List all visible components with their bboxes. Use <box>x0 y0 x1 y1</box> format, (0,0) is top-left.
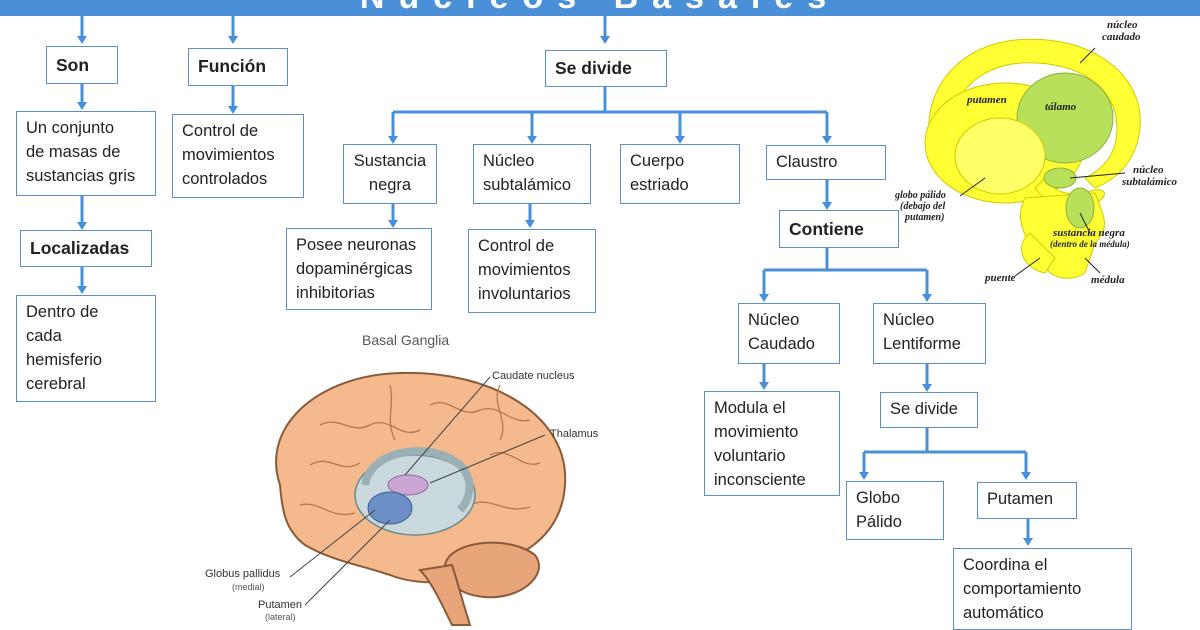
son-desc-box: Un conjunto de masas de sustancias gris <box>16 111 156 196</box>
claustro-label: Claustro <box>776 153 838 171</box>
localizadas-desc-box: Dentro de cada hemisferio cerebral <box>16 295 156 402</box>
globo-palido-box: Globo Pálido <box>846 481 944 540</box>
schem-medula-label: médula <box>1091 274 1125 286</box>
son-box: Son <box>46 46 118 84</box>
subtalamico-desc: Control de movimientos involuntarios <box>478 237 571 303</box>
putamen-box: Putamen <box>977 482 1077 519</box>
brain-schematic-illustration: núcleo caudado putamen tálamo núcleo sub… <box>895 19 1178 286</box>
schematic-caudate <box>928 38 1141 189</box>
schem-nucleo2-label: núcleo <box>1133 164 1164 176</box>
sustancia-desc: Posee neuronas dopaminérgicas inhibitori… <box>296 236 417 302</box>
putamen-sub: (lateral) <box>265 612 296 622</box>
schem-caudado-label: caudado <box>1102 31 1141 43</box>
funcion-label: Función <box>198 56 267 76</box>
subtalamico-label: Núcleo subtalámico <box>483 152 572 194</box>
localizadas-desc: Dentro de cada hemisferio cerebral <box>26 303 103 393</box>
caudado-box: Núcleo Caudado <box>738 303 840 364</box>
schem-nucleo-label: núcleo <box>1107 19 1138 31</box>
lent-divide-label: Se divide <box>890 400 958 418</box>
lent-divide-box: Se divide <box>880 392 978 428</box>
funcion-desc: Control de movimientos controlados <box>182 122 275 188</box>
son-label: Son <box>56 55 90 75</box>
localizadas-box: Localizadas <box>20 230 152 267</box>
caudado-label: Núcleo Caudado <box>748 311 815 353</box>
schem-sustancia2-label: (dentro de la médula) <box>1050 239 1130 249</box>
funcion-desc-box: Control de movimientos controlados <box>172 114 304 198</box>
thalamus-shape <box>387 474 429 496</box>
schematic-subthalamic <box>1043 167 1077 189</box>
cuerpo-estriado-box: Cuerpo estriado <box>620 144 740 204</box>
sustancia-desc-box: Posee neuronas dopaminérgicas inhibitori… <box>286 228 432 310</box>
schem-talamo-label: tálamo <box>1045 101 1077 113</box>
claustro-box: Claustro <box>766 145 886 180</box>
schematic-pons <box>1021 232 1056 274</box>
thalamus-label: Thalamus <box>550 428 599 440</box>
caudado-desc-box: Modula el movimiento voluntario inconsci… <box>704 391 840 496</box>
se-divide-label: Se divide <box>555 58 632 78</box>
sustancia-negra-label: Sustancia negra <box>353 152 427 194</box>
caudate-nucleus-shape <box>361 447 474 513</box>
localizadas-label: Localizadas <box>30 238 130 258</box>
brainstem-shape <box>417 563 472 626</box>
putamen-lateral-label: Putamen <box>258 599 302 611</box>
schem-sustancia1-label: sustancia negra <box>1052 227 1125 239</box>
brain-lateral-illustration: Basal Ganglia Caudate nucleus Thalamus G… <box>205 332 599 626</box>
schematic-putamen-inner <box>954 117 1046 195</box>
schem-subtalamico-label: subtalámico <box>1121 176 1178 188</box>
contiene-box: Contiene <box>779 210 899 248</box>
subtalamico-desc-box: Control de movimientos involuntarios <box>468 229 596 313</box>
se-divide-box: Se divide <box>545 50 667 87</box>
putamen-desc: Coordina el comportamiento automático <box>963 556 1082 622</box>
schem-putamen-label: putamen <box>966 94 1007 106</box>
lentiforme-label: Núcleo Lentiforme <box>883 311 961 353</box>
caudate-nucleus-label: Caudate nucleus <box>492 370 575 382</box>
basal-ganglia-title: Basal Ganglia <box>362 332 449 348</box>
schem-globo2-label: (debajo del <box>900 201 945 212</box>
sustancia-negra-box: Sustancia negra <box>343 144 437 204</box>
son-desc: Un conjunto de masas de sustancias gris <box>26 119 136 185</box>
putamen-label: Putamen <box>987 490 1054 508</box>
lentiforme-box: Núcleo Lentiforme <box>873 303 986 364</box>
schem-puente-label: puente <box>984 272 1016 284</box>
subtalamico-box: Núcleo subtalámico <box>473 144 591 204</box>
funcion-box: Función <box>188 48 288 86</box>
schematic-substantia <box>1065 187 1095 229</box>
globus-pallidus-sub: (medial) <box>232 582 265 592</box>
globus-pallidus-label: Globus pallidus <box>205 568 281 580</box>
contiene-label: Contiene <box>789 219 864 239</box>
schem-globo3-label: putamen) <box>904 212 944 223</box>
putamen-shape <box>367 491 413 525</box>
schem-globo1-label: globo pálido <box>895 190 946 201</box>
caudado-desc: Modula el movimiento voluntario inconsci… <box>714 399 806 489</box>
cuerpo-estriado-label: Cuerpo estriado <box>630 152 689 194</box>
globo-palido-label: Globo Pálido <box>856 489 902 531</box>
putamen-desc-box: Coordina el comportamiento automático <box>953 548 1132 630</box>
